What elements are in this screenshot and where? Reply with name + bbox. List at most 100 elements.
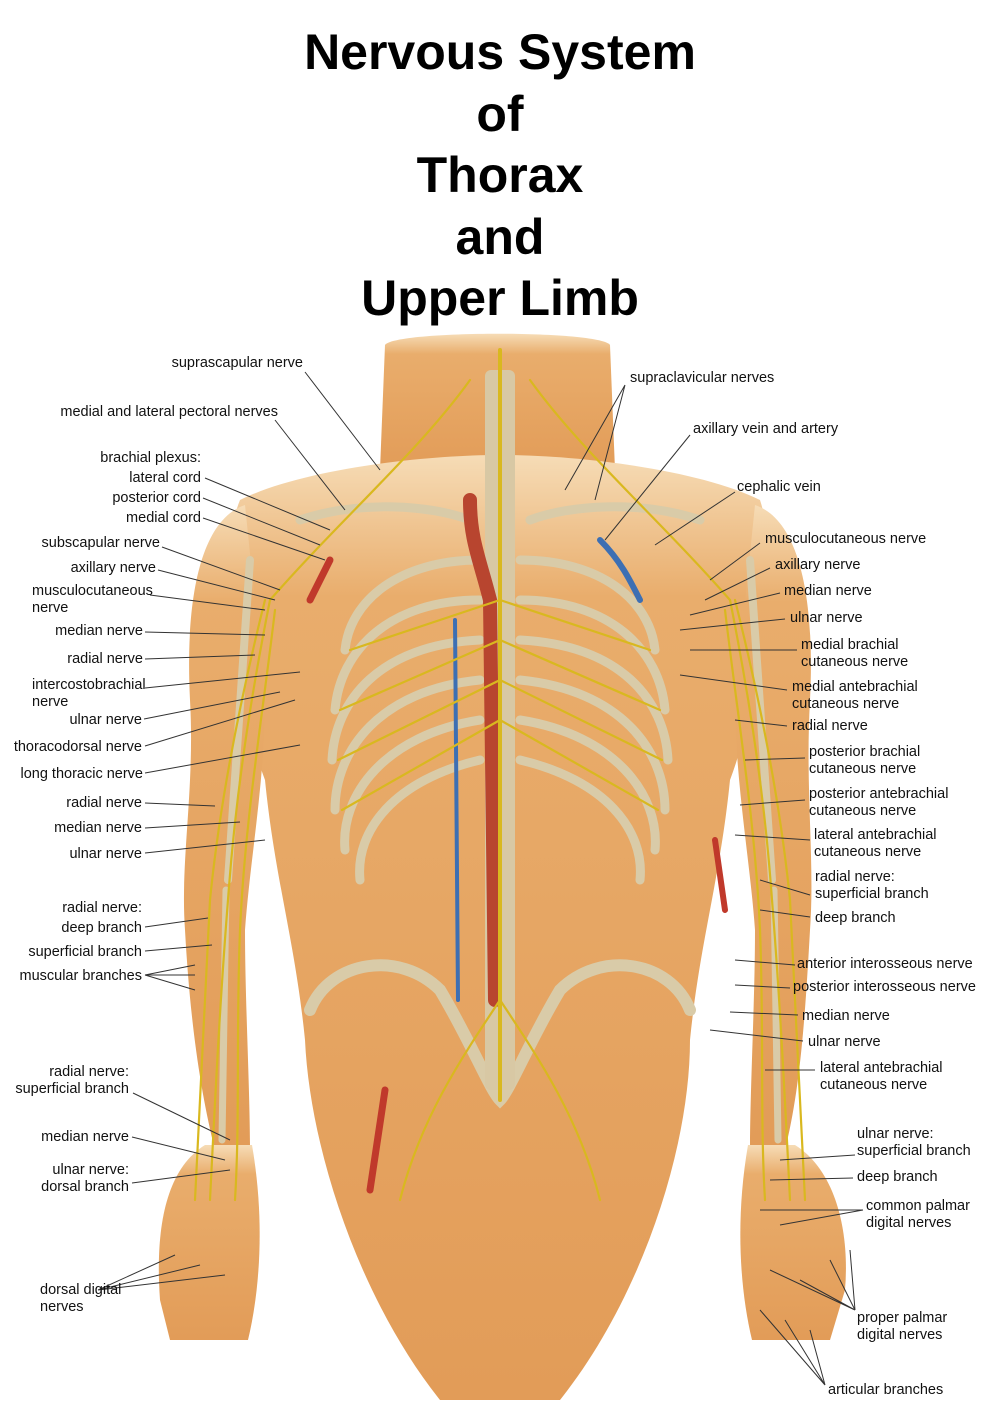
label-subscapular-nerve: subscapular nerve — [41, 535, 161, 551]
label-radial-nerve-r: radial nerve — [792, 718, 868, 734]
leader-median-lower — [144, 821, 241, 829]
left-clavicle — [295, 502, 475, 525]
leader-intercostobrachial — [144, 671, 301, 689]
rib-r4 — [515, 675, 670, 815]
leader-median-r — [689, 592, 781, 616]
leader-lateral-antebrachial — [734, 834, 811, 841]
leader-radial-upper — [144, 654, 256, 660]
label-anterior-interosseous: anterior interosseous nerve — [797, 956, 973, 972]
label-ulnar-nerve-forearm: ulnar nerve — [69, 846, 142, 862]
left-plexus — [268, 378, 472, 602]
label-ulnar-superficial-branch: ulnar nerve:superficial branch — [857, 1126, 971, 1159]
left-leader-lines — [97, 371, 381, 1291]
label-ulnar-nerve-r: ulnar nerve — [790, 610, 863, 626]
leader-median-upper — [144, 631, 266, 636]
leader-deep-branch — [144, 917, 209, 928]
right-leader-lines — [564, 384, 864, 1386]
rib-l5 — [340, 715, 485, 855]
leader-radial-r — [734, 719, 788, 727]
right-forearm-vessel — [712, 837, 728, 913]
iliac-vessel — [366, 1086, 389, 1194]
label-ulnar-nerve-upper: ulnar nerve — [69, 712, 142, 728]
label-axillary-nerve: axillary nerve — [70, 560, 156, 576]
leader-pectoral — [274, 419, 346, 511]
title-line: of — [476, 85, 524, 142]
label-cephalic-vein: cephalic vein — [737, 479, 821, 495]
title-line: Nervous System — [304, 24, 696, 80]
leader-posterior-cord — [202, 497, 321, 546]
label-axillary-vein-artery: axillary vein and artery — [693, 421, 839, 437]
leader-thoracodorsal — [144, 699, 296, 747]
label-posterior-cord: posterior cord — [112, 490, 201, 506]
label-medial-cord: medial cord — [126, 510, 201, 526]
title-line: and — [455, 208, 545, 265]
label-radial-nerve-heading: radial nerve: — [62, 900, 142, 916]
leader-posterior-antebrachial — [739, 799, 806, 806]
label-radial-nerve-upper: radial nerve — [67, 651, 143, 667]
rib-l4 — [330, 675, 485, 815]
leader-axillary — [157, 569, 276, 601]
label-supraclavicular-nerves: supraclavicular nerves — [630, 370, 775, 386]
leader-subscapular — [161, 546, 281, 591]
leader-axillary-r — [704, 567, 771, 601]
leader-median-forearm-r — [729, 1011, 799, 1016]
skeleton — [218, 502, 782, 1144]
label-radial-deep-branch: deep branch — [61, 920, 142, 936]
leader-medial-cord — [202, 517, 326, 561]
title-line: Upper Limb — [361, 270, 639, 326]
label-radial-superficial-branch: superficial branch — [28, 944, 142, 960]
right-median — [728, 598, 792, 1202]
leader-common-palmar — [760, 1209, 864, 1226]
leader-ulnar-dorsal — [131, 1169, 231, 1184]
right-humerus — [746, 556, 776, 884]
rib-r3 — [515, 635, 673, 765]
label-brachial-plexus: brachial plexus: — [100, 450, 201, 466]
left-median — [208, 598, 272, 1202]
rib-r1 — [515, 555, 660, 655]
leader-long-thoracic — [144, 744, 301, 774]
left-hand — [158, 1145, 260, 1340]
leader-medial-antebrachial — [679, 674, 788, 691]
label-musculocutaneous-nerve-r: musculocutaneous nerve — [765, 531, 927, 547]
label-median-nerve-r: median nerve — [784, 583, 872, 599]
label-lateral-cord: lateral cord — [129, 470, 201, 486]
label-ulnar-dorsal-branch: ulnar nerve:dorsal branch — [41, 1162, 129, 1195]
rib-l6 — [355, 755, 485, 885]
vessels — [306, 493, 728, 1194]
label-deep-branch-r: deep branch — [815, 910, 896, 926]
rib-l2 — [330, 595, 485, 715]
label-median-nerve-upper: median nerve — [55, 623, 143, 639]
leader-ulnar-forearm-r — [709, 1029, 804, 1042]
leader-articular — [759, 1309, 826, 1386]
right-plexus — [528, 378, 732, 602]
left-radial — [193, 598, 267, 1202]
label-ulnar-nerve-forearm-r: ulnar nerve — [808, 1034, 881, 1050]
label-axillary-nerve-r: axillary nerve — [775, 557, 861, 573]
aorta — [463, 493, 502, 1007]
leader-median-hand — [131, 1136, 226, 1161]
leader-suprascapular — [304, 371, 381, 471]
title-line: Thorax — [416, 147, 584, 203]
rib-r2 — [515, 595, 670, 715]
right-clavicle — [525, 502, 705, 525]
leader-deep-branch-hand — [769, 1177, 854, 1181]
leader-ulnar-superficial — [779, 1154, 856, 1161]
leader-radial-superficial-r — [759, 879, 811, 896]
leader-posterior-brachial — [744, 757, 806, 761]
leader-posterior-interosseous — [734, 984, 791, 989]
leader-anterior-interosseous — [734, 959, 796, 966]
leader-radial-superficial — [132, 1092, 231, 1141]
label-median-nerve-hand: median nerve — [41, 1129, 129, 1145]
intercostal-nerves — [336, 598, 664, 812]
left-humerus — [224, 556, 254, 884]
vena-cava — [453, 618, 460, 1002]
page-title: Nervous System of Thorax and Upper Limb — [0, 22, 1000, 330]
leader-muscular-branches — [144, 964, 196, 991]
